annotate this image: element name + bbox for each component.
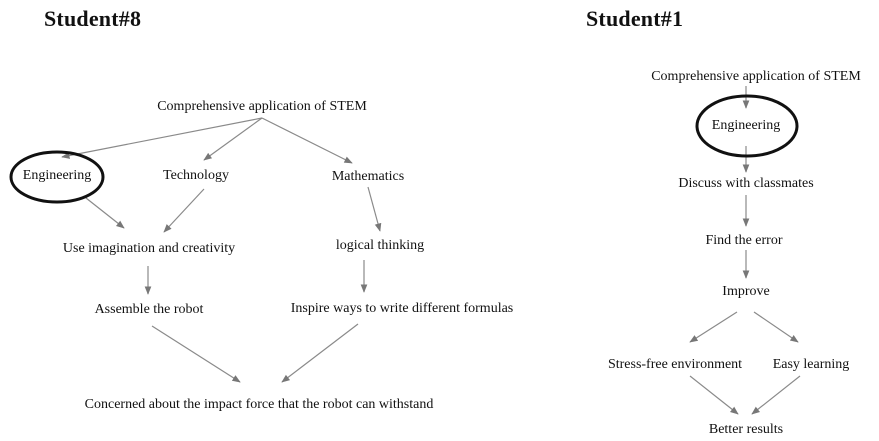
node-concerned-impact: Concerned about the impact force that th… [84,397,434,412]
node-imagination: Use imagination and creativity [62,241,236,256]
node-discuss-classmates: Discuss with classmates [678,176,814,191]
edge-technology-imagination [163,188,205,233]
edge-mathematics-logical [367,186,382,232]
node-better-results: Better results [708,422,784,437]
edge-improve-stress [689,311,738,343]
edge-stem-technology [203,117,263,161]
node-engineering-left: Engineering [22,168,92,183]
node-stem-right: Comprehensive application of STEM [651,69,861,84]
node-technology: Technology [163,168,229,183]
edge-stem-mathematics [261,117,353,164]
node-mathematics: Mathematics [331,169,405,184]
engineering-highlight-left [9,150,105,204]
node-improve: Improve [722,284,770,299]
student8-title: Student#8 [44,6,142,31]
edge-improve-easy [753,311,799,343]
edge-stress-better [689,375,739,415]
node-stress-free: Stress-free environment [607,357,743,372]
student1-title: Student#1 [586,6,684,31]
node-logical-thinking: logical thinking [335,238,425,253]
edge-easy-better [751,375,801,415]
node-stem-left: Comprehensive application of STEM [157,99,367,114]
node-find-error: Find the error [705,233,783,248]
edge-inspire-concerned [281,323,359,383]
node-inspire-formulas: Inspire ways to write different formulas [290,301,514,316]
node-easy-learning: Easy learning [772,357,850,372]
edge-assemble-concerned [151,325,241,383]
node-assemble-robot: Assemble the robot [94,302,204,317]
engineering-highlight-right [695,94,799,158]
node-engineering-right: Engineering [711,118,781,133]
edge-engineering-imagination [85,197,125,229]
edge-stem-engineering-left [61,117,263,159]
